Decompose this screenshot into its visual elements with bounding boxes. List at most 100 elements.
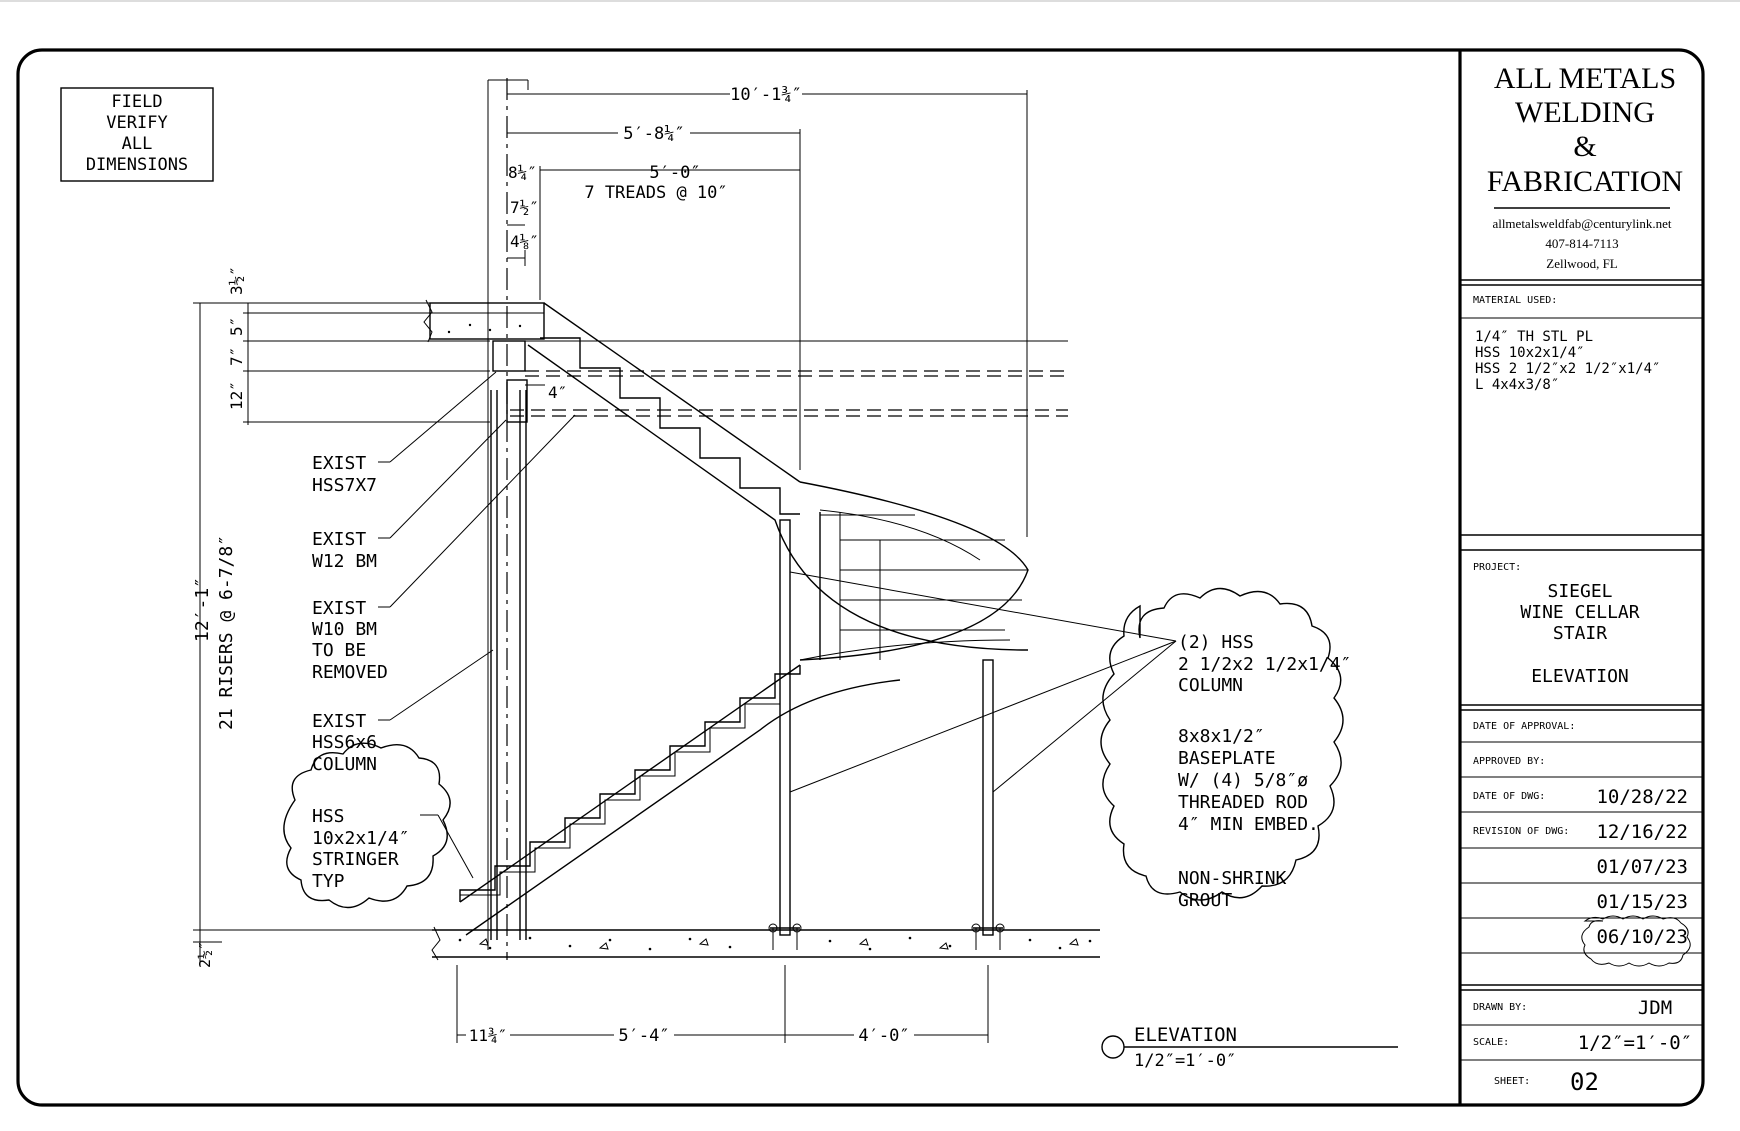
- dim-base-a: 11¾″: [469, 1026, 508, 1045]
- company-email: allmetalsweldfab@centurylink.net: [1492, 216, 1671, 231]
- svg-text:HSS: HSS: [312, 806, 345, 827]
- svg-text:ALL: ALL: [122, 134, 153, 154]
- svg-text:W/ (4) 5/8″ø: W/ (4) 5/8″ø: [1178, 770, 1308, 791]
- svg-text:EXIST: EXIST: [312, 529, 366, 550]
- dim-total-rise: 12′-1″: [192, 577, 213, 642]
- company-name-line3: &: [1573, 130, 1596, 163]
- material-item: HSS 2 1/2″x2 1/2″x1/4″: [1475, 361, 1660, 377]
- dim-offset-b: 4⅛″: [510, 232, 539, 251]
- dim-upper-width: 5′-8¼″: [623, 124, 684, 144]
- dim-offset-a: 7½″: [510, 198, 539, 217]
- project-label: PROJECT:: [1473, 562, 1521, 573]
- callout-exist-w12: EXIST W12 BM: [312, 419, 507, 572]
- existing-hss7x7: [492, 340, 526, 372]
- revision-date: 06/10/23: [1596, 926, 1688, 948]
- dim-overall: 10′-1¾″: [730, 85, 802, 105]
- revision-date: 01/15/23: [1596, 891, 1688, 913]
- callout-exist-hss7x7: EXIST HSS7X7: [312, 371, 497, 496]
- svg-text:REMOVED: REMOVED: [312, 662, 388, 683]
- scale-label: SCALE:: [1473, 1037, 1509, 1048]
- callout-stringer-cloud: HSS 10x2x1/4″ STRINGER TYP: [283, 742, 474, 909]
- svg-text:EXIST: EXIST: [312, 598, 366, 619]
- svg-text:EXIST: EXIST: [312, 453, 366, 474]
- upper-floor-slab: 4″: [423, 299, 1068, 423]
- svg-text:TO BE: TO BE: [312, 640, 366, 661]
- dim-bottom-slab: 2½″: [196, 941, 214, 968]
- sheet-number: 02: [1570, 1068, 1599, 1096]
- svg-text:8x8x1/2″: 8x8x1/2″: [1178, 726, 1265, 747]
- svg-text:GROUT: GROUT: [1178, 890, 1232, 911]
- lower-stair-flight: [459, 664, 901, 936]
- dim-rise-c: 12″: [227, 381, 246, 410]
- svg-text:COLUMN: COLUMN: [1178, 675, 1243, 696]
- svg-text:EXIST: EXIST: [312, 711, 366, 732]
- project-line: ELEVATION: [1531, 666, 1629, 687]
- callout-exist-hss6x6: EXIST HSS6x6 COLUMN: [312, 649, 494, 775]
- material-item: HSS 10x2x1/4″: [1475, 345, 1585, 361]
- svg-text:COLUMN: COLUMN: [312, 754, 377, 775]
- svg-text:DIMENSIONS: DIMENSIONS: [86, 155, 188, 175]
- project-line: SIEGEL: [1547, 581, 1612, 602]
- bottom-dimensions: 11¾″ 5′-4″ 4′-0″: [456, 965, 989, 1046]
- dim-base-c: 4′-0″: [858, 1026, 909, 1046]
- field-verify-note: FIELD VERIFY ALL DIMENSIONS: [60, 87, 214, 182]
- top-dimensions: 10′-1¾″ 5′-8¼″ 5′-0″ 7 TREADS @ 10″ 8¼″ …: [487, 78, 1028, 960]
- revision-date: 01/07/23: [1596, 856, 1688, 878]
- svg-text:NON-SHRINK: NON-SHRINK: [1178, 868, 1287, 889]
- dim-treads-note: 7 TREADS @ 10″: [584, 183, 727, 203]
- svg-text:FIELD: FIELD: [111, 92, 162, 112]
- dim-treads-span: 5′-0″: [649, 163, 700, 183]
- dim-beam-gap: 4″: [548, 383, 567, 402]
- company-phone: 407-814-7113: [1545, 236, 1618, 251]
- company-name-line1: ALL METALS: [1494, 62, 1676, 95]
- project-line: WINE CELLAR: [1520, 602, 1639, 623]
- svg-text:BASEPLATE: BASEPLATE: [1178, 748, 1276, 769]
- ground-slab: [431, 926, 1100, 961]
- view-title: ELEVATION 1/2″=1′-0″: [1101, 1024, 1398, 1071]
- dim-top-slab: 3½″: [227, 266, 246, 295]
- revision-cloud: [1581, 915, 1691, 967]
- sheet-label: SHEET:: [1494, 1076, 1530, 1087]
- svg-text:W12 BM: W12 BM: [312, 551, 377, 572]
- new-hss-columns: [768, 519, 1005, 950]
- view-scale: 1/2″=1′-0″: [1134, 1051, 1236, 1071]
- svg-text:TYP: TYP: [312, 871, 345, 892]
- left-dimensions: 3½″ 5″ 7″ 12″ 12′-1″ 21 RISERS @ 6-7/8″ …: [192, 266, 490, 968]
- company-name-line4: FABRICATION: [1487, 165, 1683, 198]
- sheet-border: [16, 48, 1705, 1107]
- svg-text:HSS7X7: HSS7X7: [312, 475, 377, 496]
- svg-text:VERIFY: VERIFY: [106, 113, 167, 133]
- view-title-label: ELEVATION: [1134, 1024, 1237, 1046]
- svg-text:2 1/2x2 1/2x1/4″: 2 1/2x2 1/2x1/4″: [1178, 654, 1351, 675]
- dwg-date-value: 10/28/22: [1596, 786, 1688, 808]
- svg-text:THREADED ROD: THREADED ROD: [1178, 792, 1308, 813]
- drawn-by-value: JDM: [1638, 997, 1672, 1019]
- existing-hss6x6-column: [490, 390, 527, 940]
- dim-base-b: 5′-4″: [618, 1026, 669, 1046]
- approval-date-label: DATE OF APPROVAL:: [1473, 721, 1575, 732]
- company-name-line2: WELDING: [1515, 96, 1655, 129]
- scale-value: 1/2″=1′-0″: [1578, 1032, 1692, 1054]
- svg-text:(2) HSS: (2) HSS: [1178, 632, 1254, 653]
- revision-date: 12/16/22: [1596, 821, 1688, 843]
- project-line: STAIR: [1553, 623, 1607, 644]
- existing-w12-beam: [506, 379, 528, 423]
- svg-text:4″ MIN EMBED.: 4″ MIN EMBED.: [1178, 814, 1319, 835]
- material-item: 1/4″ TH STL PL: [1475, 329, 1593, 345]
- svg-text:HSS6x6: HSS6x6: [312, 732, 377, 753]
- dim-rise-a: 5″: [227, 317, 246, 336]
- revision-label: REVISION OF DWG:: [1473, 826, 1569, 837]
- drawn-by-label: DRAWN BY:: [1473, 1002, 1527, 1013]
- title-block: ALL METALS WELDING & FABRICATION allmeta…: [1460, 62, 1703, 1096]
- upper-stair-flight: [527, 302, 1029, 661]
- approved-by-label: APPROVED BY:: [1473, 756, 1545, 767]
- material-item: L 4x4x3/8″: [1475, 377, 1559, 393]
- dim-landing-offset: 8¼″: [508, 163, 537, 182]
- callout-column-notes-cloud: (2) HSS 2 1/2x2 1/2x1/4″ COLUMN 8x8x1/2″…: [789, 571, 1351, 911]
- company-location: Zellwood, FL: [1546, 256, 1618, 271]
- material-label: MATERIAL USED:: [1473, 295, 1557, 306]
- dwg-date-label: DATE OF DWG:: [1473, 791, 1545, 802]
- dim-rise-b: 7″: [227, 347, 246, 366]
